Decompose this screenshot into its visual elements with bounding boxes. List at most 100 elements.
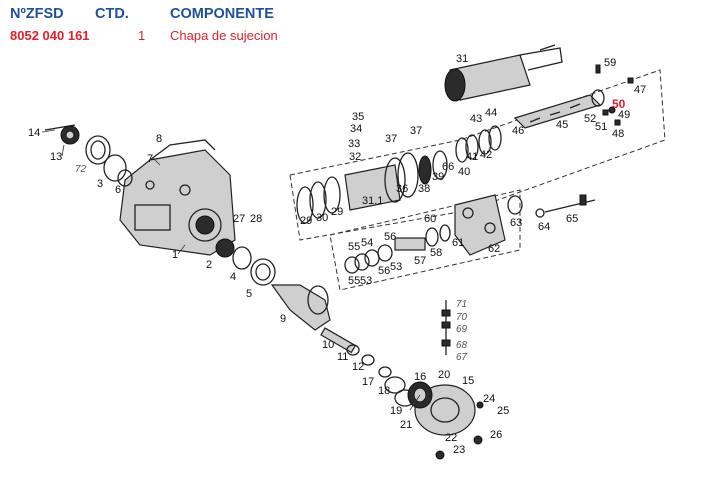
callout-67: 67 — [456, 352, 468, 363]
callout-70: 70 — [456, 312, 468, 323]
callout-22: 22 — [445, 432, 457, 444]
callout-23: 23 — [453, 444, 465, 456]
callout-11: 11 — [337, 351, 348, 363]
callout-9: 9 — [280, 313, 286, 325]
callout-59: 59 — [604, 57, 616, 69]
callout-labels: 14 13 72 3 6 7 8 1 2 4 5 27 28 9 10 11 1… — [28, 53, 646, 456]
callout-7: 7 — [147, 153, 153, 165]
row-part-number: 8052 040 161 — [10, 28, 90, 43]
callout-64: 64 — [538, 221, 550, 233]
callout-13: 13 — [50, 151, 62, 163]
callout-33: 33 — [348, 138, 360, 150]
callout-72: 72 — [75, 164, 87, 175]
column-header-part-number: NºZFSD — [10, 6, 64, 22]
valve-housing — [344, 194, 523, 274]
callout-56a: 56 — [384, 231, 396, 243]
main-housing — [119, 139, 236, 256]
callout-29b: 29 — [331, 206, 343, 218]
callout-24: 24 — [483, 393, 495, 405]
callout-19: 19 — [390, 405, 402, 417]
callout-46: 46 — [512, 125, 524, 137]
callout-53b: 53 — [390, 261, 402, 273]
callout-21: 21 — [400, 419, 412, 431]
callout-16: 16 — [414, 371, 426, 383]
input-shaft — [270, 284, 357, 354]
callout-60: 60 — [424, 213, 436, 225]
callout-43: 43 — [470, 113, 482, 125]
callout-28: 28 — [250, 213, 262, 225]
callout-30: 30 — [316, 212, 328, 224]
callout-58: 58 — [430, 247, 442, 259]
upper-assembly-outline — [289, 69, 666, 241]
callout-14: 14 — [28, 127, 40, 139]
callout-3: 3 — [97, 178, 103, 190]
small-upper-parts — [595, 64, 634, 126]
callout-41: 41 — [466, 151, 478, 163]
callout-40: 40 — [458, 166, 470, 178]
callout-5: 5 — [246, 288, 252, 300]
callout-42: 42 — [480, 149, 492, 161]
callout-29a: 29 — [300, 215, 312, 227]
upper-cylinder — [444, 44, 563, 102]
callout-35: 35 — [352, 111, 364, 123]
callout-25: 25 — [497, 405, 509, 417]
callout-34: 34 — [350, 123, 362, 135]
column-header-quantity: CTD. — [95, 6, 129, 22]
callout-71: 71 — [456, 299, 467, 310]
callout-56b: 56 — [378, 265, 390, 277]
callout-55a: 55 — [348, 241, 360, 253]
callout-1: 1 — [172, 249, 178, 261]
callout-45: 45 — [556, 119, 568, 131]
callout-20: 20 — [438, 369, 450, 381]
column-header-component: COMPONENTE — [170, 6, 274, 22]
worm-shaft — [513, 89, 605, 129]
callout-39: 39 — [432, 171, 444, 183]
callout-54: 54 — [361, 237, 373, 249]
callout-32: 32 — [349, 151, 361, 163]
callout-31-1: 31.1 — [362, 195, 383, 207]
callout-68: 68 — [456, 340, 468, 351]
callout-6: 6 — [115, 184, 121, 196]
left-parts — [44, 124, 276, 286]
callout-63: 63 — [510, 217, 522, 229]
callout-31: 31 — [456, 53, 468, 65]
row-quantity: 1 — [138, 28, 146, 43]
callout-18: 18 — [378, 385, 390, 397]
callout-49: 49 — [618, 109, 630, 121]
callout-38: 38 — [418, 183, 430, 195]
callout-66: 66 — [442, 161, 454, 173]
callout-10: 10 — [322, 339, 334, 351]
callout-12: 12 — [352, 361, 364, 373]
callout-53a: 53 — [360, 275, 372, 287]
callout-57: 57 — [414, 255, 426, 267]
callout-51: 51 — [595, 121, 607, 133]
callout-36: 36 — [396, 183, 408, 195]
callout-27: 27 — [233, 213, 245, 225]
callout-50[interactable]: 50 — [612, 97, 626, 111]
callout-61: 61 — [452, 237, 464, 249]
callout-15: 15 — [462, 375, 474, 387]
callout-48: 48 — [612, 128, 624, 140]
callout-55b: 55 — [348, 275, 360, 287]
callout-52: 52 — [584, 113, 596, 125]
callout-62: 62 — [488, 243, 500, 255]
bottom-seals — [346, 344, 416, 407]
lower-cover — [407, 381, 484, 460]
callout-4: 4 — [230, 271, 236, 283]
callout-69: 69 — [456, 324, 468, 335]
callout-44: 44 — [485, 107, 497, 119]
callout-47: 47 — [634, 84, 646, 96]
callout-2: 2 — [206, 259, 212, 271]
valve-stack — [441, 300, 451, 355]
leader-lines — [41, 129, 421, 411]
row-component: Chapa de sujecion — [170, 28, 278, 43]
callout-37a: 37 — [385, 133, 397, 145]
piston-rings-assembly — [296, 125, 502, 224]
long-bolt — [535, 194, 596, 218]
callout-8: 8 — [156, 133, 162, 145]
callout-26: 26 — [490, 429, 502, 441]
callout-17: 17 — [362, 376, 374, 388]
callout-37b: 37 — [410, 125, 422, 137]
callout-65: 65 — [566, 213, 578, 225]
